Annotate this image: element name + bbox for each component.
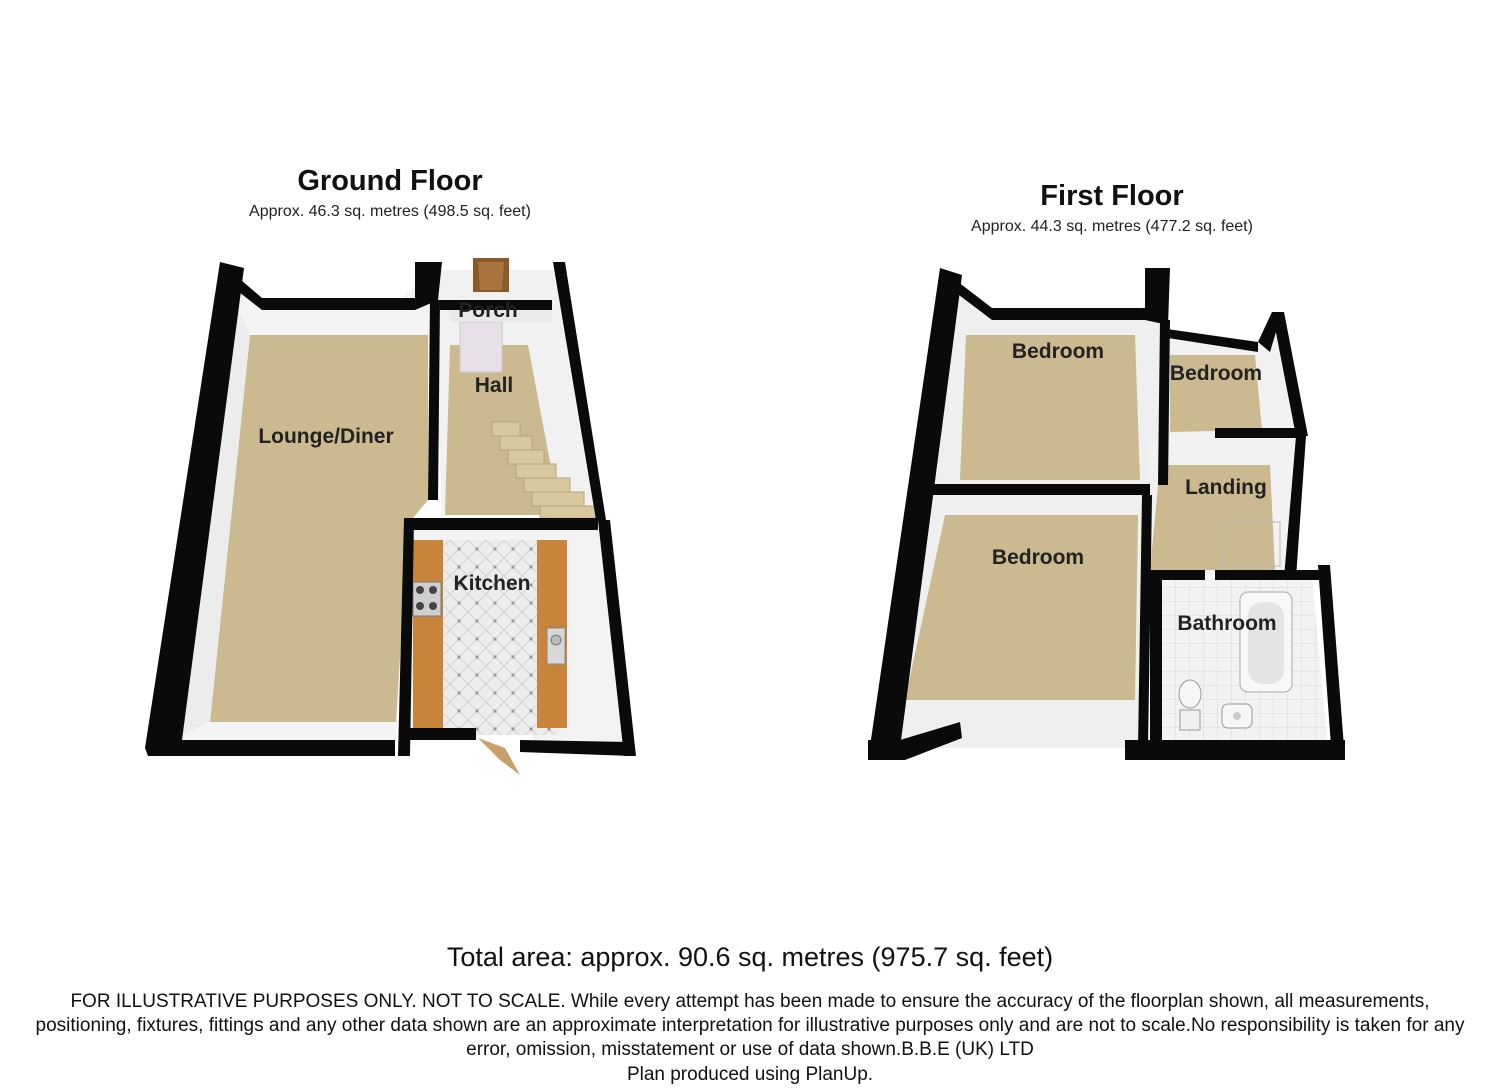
label-porch: Porch bbox=[458, 299, 518, 322]
sink-icon bbox=[546, 627, 566, 665]
landing-stair-rail bbox=[1221, 521, 1281, 567]
floorplan-drawing: Lounge/Diner Porch Hall Kitchen Bedroom … bbox=[145, 258, 1345, 775]
room-bedroom-1 bbox=[922, 275, 1162, 485]
label-lounge-diner: Lounge/Diner bbox=[258, 425, 393, 448]
ground-floor-area: Approx. 46.3 sq. metres (498.5 sq. feet) bbox=[249, 203, 531, 220]
kitchen-worktop-left bbox=[413, 540, 443, 728]
room-bathroom bbox=[1158, 578, 1328, 748]
first-floor-walls bbox=[868, 268, 1345, 760]
first-floor-title: First Floor bbox=[1040, 180, 1184, 212]
label-kitchen: Kitchen bbox=[453, 572, 530, 595]
room-landing bbox=[1150, 432, 1300, 575]
room-hall bbox=[432, 270, 598, 519]
hob-icon bbox=[412, 581, 442, 617]
label-bedroom-3: Bedroom bbox=[992, 546, 1084, 569]
label-bedroom-2: Bedroom bbox=[1170, 362, 1262, 385]
label-landing: Landing bbox=[1185, 476, 1267, 499]
room-kitchen bbox=[410, 524, 630, 775]
room-bedroom-3 bbox=[882, 490, 1145, 748]
bath-icon bbox=[1239, 591, 1293, 693]
label-hall: Hall bbox=[475, 374, 514, 397]
basin-icon bbox=[1221, 703, 1253, 729]
first-floor-area: Approx. 44.3 sq. metres (477.2 sq. feet) bbox=[971, 218, 1253, 235]
ground-floor-walls bbox=[145, 262, 636, 756]
first-floor-plan bbox=[868, 268, 1345, 760]
label-bedroom-1: Bedroom bbox=[1012, 340, 1104, 363]
total-area: Total area: approx. 90.6 sq. metres (975… bbox=[446, 942, 1054, 972]
back-door bbox=[478, 738, 520, 775]
hall-door bbox=[459, 321, 503, 373]
label-bathroom: Bathroom bbox=[1177, 612, 1276, 635]
plan-credit: Plan produced using PlanUp. bbox=[626, 1064, 874, 1085]
ground-floor-plan bbox=[145, 258, 636, 775]
toilet-icon bbox=[1178, 679, 1202, 731]
ground-floor-title: Ground Floor bbox=[297, 165, 483, 197]
disclaimer-text: FOR ILLUSTRATIVE PURPOSES ONLY. NOT TO S… bbox=[35, 991, 1465, 1060]
